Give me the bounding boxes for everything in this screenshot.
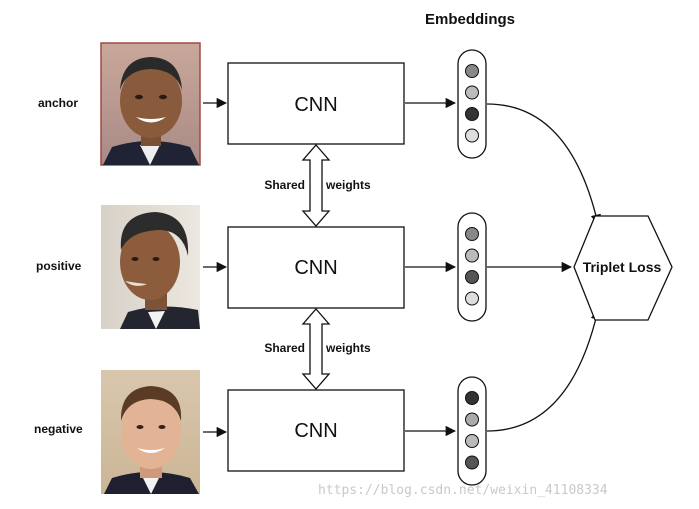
shared-weights-arrow-2 — [301, 308, 331, 390]
face-photo-negative — [101, 370, 200, 494]
cnn-box-negative: CNN — [227, 389, 405, 472]
embedding-dot — [465, 412, 479, 427]
embedding-vector-negative — [457, 376, 487, 486]
cnn-label-anchor: CNN — [294, 94, 337, 116]
triplet-loss-node: Triplet Loss — [573, 215, 673, 321]
cnn-label-positive: CNN — [294, 257, 337, 279]
embedding-dot — [465, 227, 479, 241]
cnn-box-positive: CNN — [227, 226, 405, 309]
arrow-negative-to-loss — [486, 308, 601, 432]
row-label-anchor: anchor — [38, 96, 78, 110]
embedding-dot — [465, 64, 479, 78]
embedding-dot — [465, 455, 479, 470]
embedding-vector-positive — [457, 212, 487, 322]
embedding-dot — [465, 107, 479, 121]
embedding-dot — [465, 434, 479, 448]
embedding-dot — [465, 248, 479, 263]
weights-label-1: weights — [325, 178, 371, 192]
shared-label-1: Shared — [264, 178, 305, 192]
face-photo-positive — [101, 205, 200, 329]
embedding-dot — [465, 291, 479, 306]
embedding-dot — [465, 128, 479, 143]
embedding-dot — [465, 391, 479, 405]
row-label-positive: positive — [36, 259, 82, 273]
embedding-dot — [465, 85, 479, 100]
embedding-vector-anchor — [457, 49, 487, 159]
face-photo-anchor — [100, 42, 201, 166]
cnn-label-negative: CNN — [294, 420, 337, 442]
shared-weights-arrow-1 — [301, 144, 331, 227]
weights-label-2: weights — [325, 341, 371, 355]
triplet-loss-label: Triplet Loss — [583, 259, 662, 275]
row-label-negative: negative — [34, 422, 83, 436]
watermark-url: https://blog.csdn.net/weixin_41108334 — [318, 483, 608, 498]
embeddings-title: Embeddings — [425, 11, 515, 28]
embedding-dot — [465, 270, 479, 284]
cnn-box-anchor: CNN — [227, 62, 405, 145]
shared-label-2: Shared — [264, 341, 305, 355]
arrow-anchor-to-loss — [486, 103, 601, 226]
